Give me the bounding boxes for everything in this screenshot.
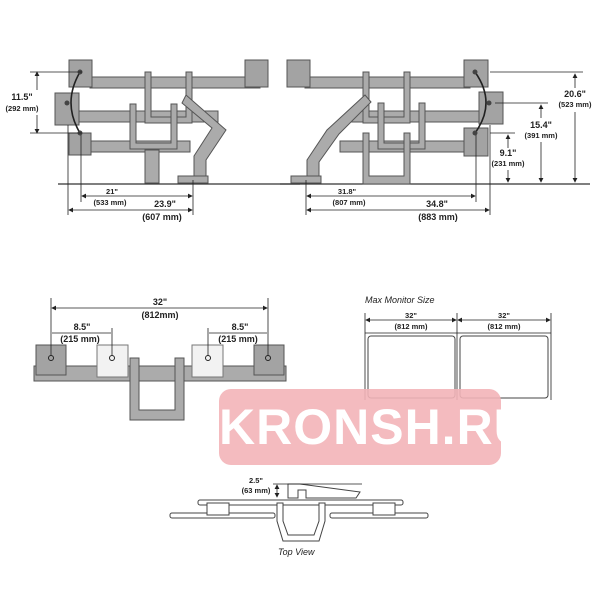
u-bracket — [129, 357, 185, 421]
max-monitor-title: Max Monitor Size — [365, 295, 435, 305]
upper-arm — [89, 76, 261, 89]
height-mid-mm: (391 mm) — [525, 131, 558, 140]
top-view-caption: Top View — [278, 547, 315, 557]
tilt-arc — [474, 71, 487, 134]
tilt-arc — [70, 71, 81, 134]
post — [144, 149, 160, 184]
u-bracket — [144, 71, 193, 124]
front-view: 32" (812mm) 8.5" (215 mm) 8.5" (215 mm) — [33, 297, 287, 421]
monitor-head-inner — [96, 344, 129, 378]
top-arm — [197, 499, 404, 506]
u-bracket — [377, 102, 426, 150]
total-span-mm: (812mm) — [141, 310, 178, 320]
monitor-head-inner — [191, 344, 224, 378]
height-mid-inch: 15.4" — [530, 120, 552, 130]
height-high-mm: (523 mm) — [559, 100, 592, 109]
side-view-left: 11.5" (292 mm) 21" (533 mm) 23.9" (607 m… — [6, 59, 300, 222]
watermark: KRONSH.RU — [219, 389, 530, 465]
reach-short-mm: (807 mm) — [333, 198, 366, 207]
depth-inch: 2.5" — [249, 476, 263, 485]
monitor-head — [54, 92, 80, 126]
reach-short-inch: 21" — [106, 187, 118, 196]
upper-arm — [304, 76, 471, 89]
pole-arm — [306, 94, 372, 177]
side-view-right: 20.6" (523 mm) 15.4" (391 mm) 9.1" (231 … — [280, 59, 594, 222]
max-monitor-size: Max Monitor Size 32" (812 mm) 32" (812 m… — [364, 295, 552, 400]
monitor-head — [253, 344, 285, 376]
left-width-inch: 32" — [405, 311, 417, 320]
reach-long-mm: (883 mm) — [418, 212, 458, 222]
top-pole — [287, 483, 361, 499]
crossbar — [33, 365, 287, 382]
left-width-mm: (812 mm) — [395, 322, 428, 331]
height-low-inch: 9.1" — [500, 148, 517, 158]
vertical-range-inch: 11.5" — [11, 92, 32, 102]
vertical-range-mm: (292 mm) — [6, 104, 39, 113]
monitor-head — [244, 59, 269, 88]
left-offset-mm: (215 mm) — [60, 334, 100, 344]
right-width-inch: 32" — [498, 311, 510, 320]
top-view: 2.5" (63 mm) Top View — [169, 476, 429, 557]
left-offset-inch: 8.5" — [74, 322, 91, 332]
u-bracket — [362, 132, 411, 185]
right-offset-mm: (215 mm) — [218, 334, 258, 344]
height-low-mm: (231 mm) — [492, 159, 525, 168]
u-bracket — [129, 103, 178, 150]
total-span-inch: 32" — [153, 297, 167, 307]
monitor-outline-right — [459, 335, 549, 399]
reach-long-inch: 23.9" — [154, 199, 176, 209]
monitor-head — [68, 132, 92, 156]
height-high-inch: 20.6" — [564, 89, 586, 99]
reach-short-mm: (533 mm) — [94, 198, 127, 207]
right-offset-inch: 8.5" — [232, 322, 249, 332]
reach-short-inch: 31.8" — [338, 187, 357, 196]
top-u-bracket — [276, 502, 326, 542]
right-width-mm: (812 mm) — [488, 322, 521, 331]
monitor-head — [286, 59, 311, 88]
reach-long-mm: (607 mm) — [142, 212, 182, 222]
depth-mm: (63 mm) — [242, 486, 271, 495]
reach-long-inch: 34.8" — [426, 199, 448, 209]
pole-arm — [181, 94, 227, 177]
